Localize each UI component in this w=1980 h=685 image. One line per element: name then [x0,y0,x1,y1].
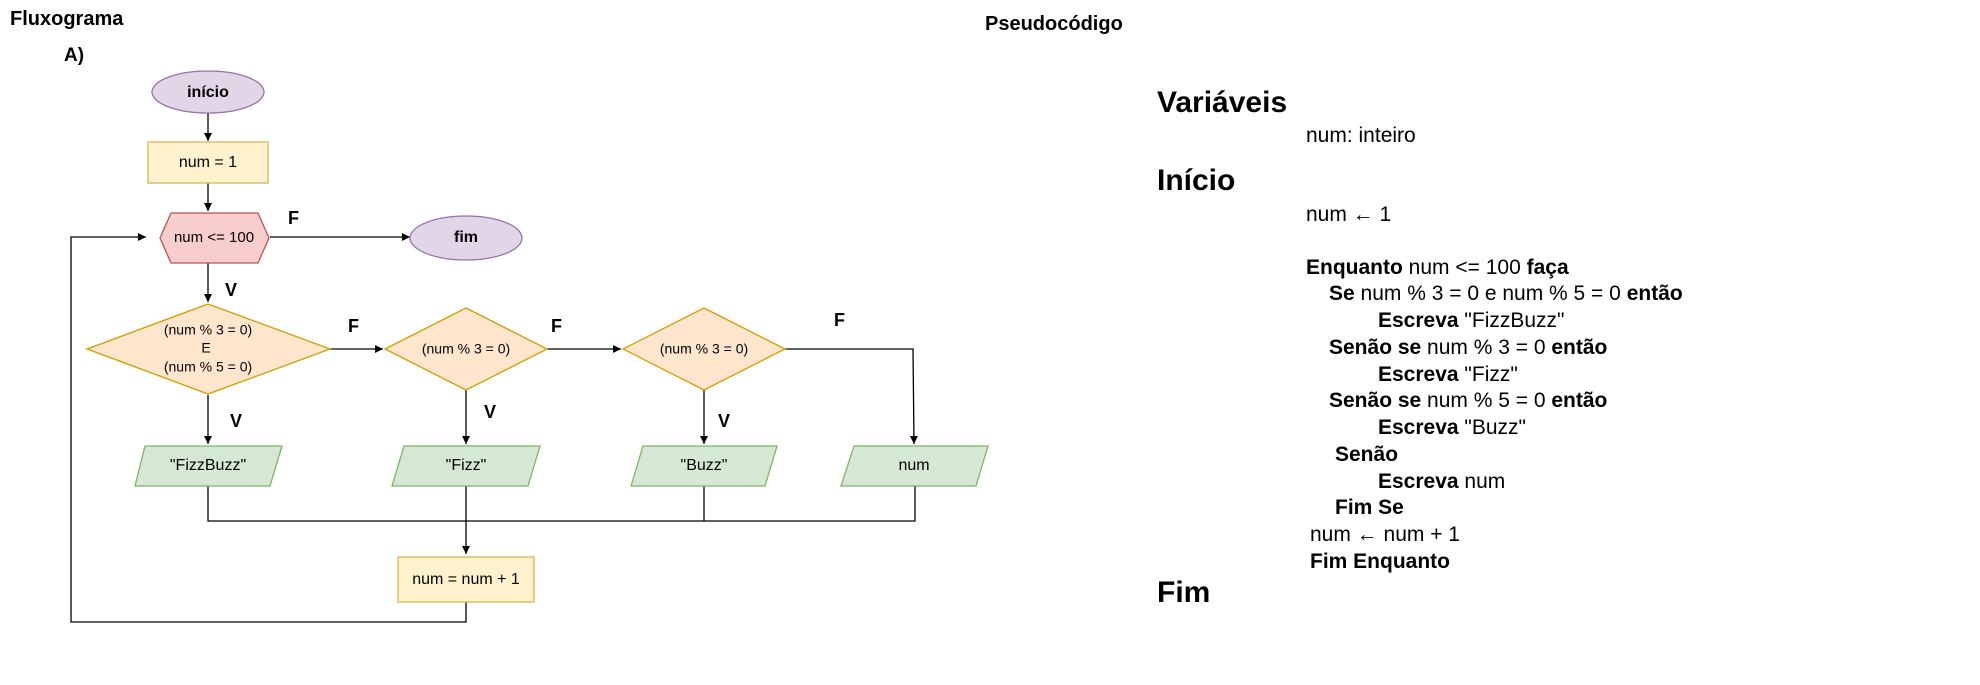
begin-heading: Início [1157,164,1236,197]
label-true-cond2: V [484,402,496,422]
if-keyword: Se [1329,282,1355,305]
label-false-cond1: F [348,316,359,336]
decision-buzz [621,307,787,391]
endif-keyword: Fim Se [1335,496,1404,519]
arrow-loop-back [70,233,467,623]
output-buzz [630,445,778,487]
write-buzz-line: Escreva "Buzz" [1378,416,1526,440]
endif-line: Fim Se [1335,496,1404,520]
label-true-cond3: V [718,411,730,431]
var-declaration: num: inteiro [1306,124,1416,147]
output-buzz-label: "Buzz" [681,457,728,474]
init-label: num = 1 [179,154,237,171]
init-process [147,141,269,184]
start-terminal [151,70,265,114]
flowchart-title: Fluxograma [10,8,124,30]
elseif-fizz-condition: num % 3 = 0 [1421,336,1552,359]
output-fizz-label: "Fizz" [446,457,487,474]
write-num-line: Escreva num [1378,470,1505,494]
elseif-buzz-condition: num % 5 = 0 [1421,389,1552,412]
output-fizz [391,445,541,487]
do-keyword: faça [1526,256,1569,279]
elseif-keyword: Senão se [1329,336,1422,359]
elseif-fizz-line: Senão se num % 3 = 0 então [1329,336,1607,360]
loop-condition-hexagon [159,212,270,264]
then-keyword: então [1551,336,1608,359]
cond1-line3: (num % 5 = 0) [164,359,252,375]
while-keyword: Enquanto [1306,256,1403,279]
endwhile-line: Fim Enquanto [1310,550,1450,574]
decision-fizz [383,307,549,391]
flowchart-subtitle: A) [64,45,85,66]
write-fizzbuzz-line: Escreva "FizzBuzz" [1378,309,1565,333]
write-fizz-value: "Fizz" [1458,363,1518,386]
output-fizzbuzz [134,445,283,487]
cond3-label: (num % 3 = 0) [660,341,748,357]
cond1-line1: (num % 3 = 0) [164,322,252,338]
write-fizz-line: Escreva "Fizz" [1378,363,1518,387]
increment-label: num = num + 1 [412,571,520,588]
label-false-cond3: F [834,310,845,330]
else-line: Senão [1335,443,1398,467]
cond1-line2: E [201,340,210,356]
if-condition: num % 3 = 0 e num % 5 = 0 [1354,282,1627,305]
endwhile-keyword: Fim Enquanto [1310,550,1450,573]
write-keyword: Escreva [1378,416,1459,439]
end-terminal [409,215,523,261]
then-keyword: então [1626,282,1683,305]
increment-line: num ← num + 1 [1310,523,1460,546]
start-label: início [187,84,229,101]
pseudocode-title: Pseudocódigo [985,13,1123,35]
label-false-loop: F [288,208,299,228]
write-keyword: Escreva [1378,363,1459,386]
connectors [70,111,918,623]
loop-condition-label: num <= 100 [174,229,254,246]
label-true-cond1: V [230,411,242,431]
while-condition: num <= 100 [1402,256,1527,279]
end-heading: Fim [1157,576,1211,609]
elseif-buzz-line: Senão se num % 5 = 0 então [1329,389,1607,413]
assign-line: num ← 1 [1306,203,1392,226]
decision-fizzbuzz [85,303,332,395]
write-keyword: Escreva [1378,309,1459,332]
arrow-cond3-to-num [785,348,918,445]
join-line [207,486,916,522]
while-line: Enquanto num <= 100 faça [1306,256,1569,280]
cond2-label: (num % 3 = 0) [422,341,510,357]
then-keyword: então [1551,389,1608,412]
end-label: fim [454,229,478,246]
if-line: Se num % 3 = 0 e num % 5 = 0 então [1329,282,1683,306]
output-fizzbuzz-label: "FizzBuzz" [170,457,246,474]
elseif-keyword: Senão se [1329,389,1422,412]
else-keyword: Senão [1335,443,1399,466]
write-fizzbuzz-value: "FizzBuzz" [1458,309,1565,332]
increment-process [397,556,535,603]
output-num [840,445,989,487]
output-num-label: num [898,457,929,474]
write-buzz-value: "Buzz" [1458,416,1527,439]
write-num-value: num [1458,470,1506,493]
label-true-loop: V [225,280,237,300]
vars-heading: Variáveis [1157,86,1288,119]
write-keyword: Escreva [1378,470,1459,493]
flowchart-diagram: início num = 1 num <= 100 fim (num % 3 =… [70,70,989,623]
label-false-cond2: F [551,316,562,336]
